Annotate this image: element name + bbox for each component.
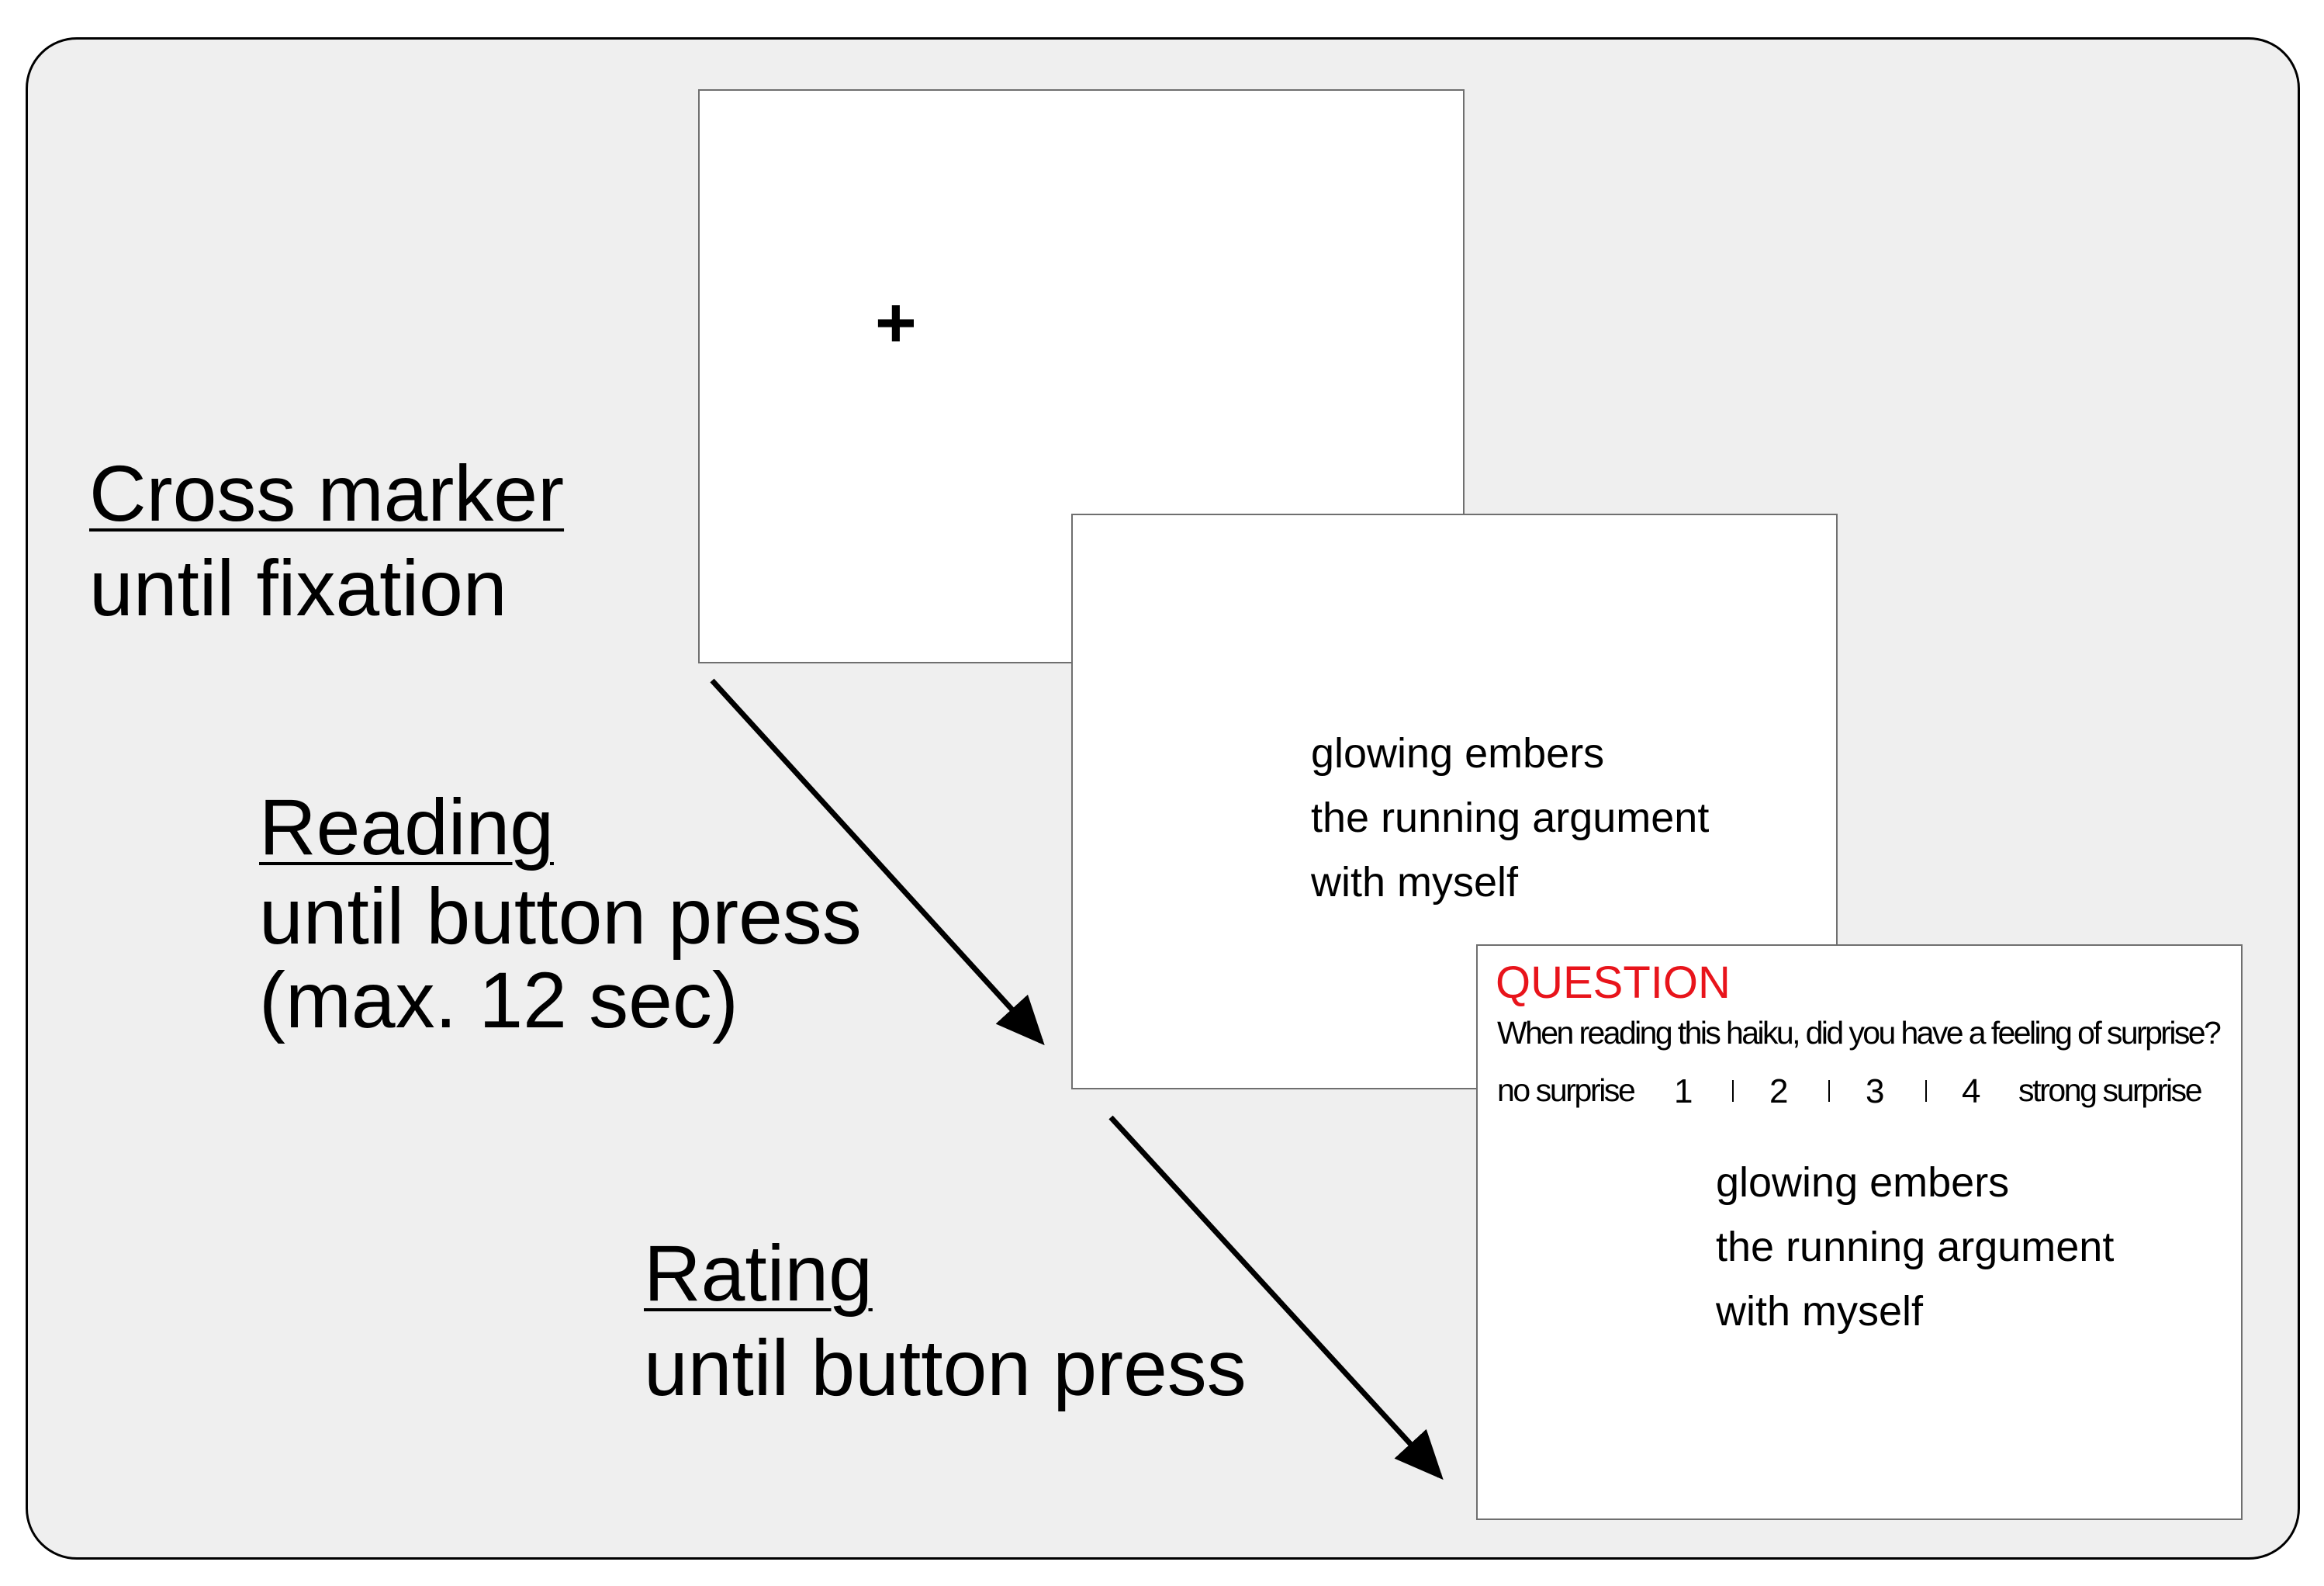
arrow-reading-to-rating <box>1108 1115 1444 1480</box>
fixation-cross: + <box>875 283 917 362</box>
scale-tick <box>1732 1080 1734 1102</box>
question-title: QUESTION <box>1496 957 1731 1008</box>
reading-stage-label: Reading until button press (max. 12 sec) <box>259 780 862 1042</box>
scale-value-1: 1 <box>1674 1072 1693 1110</box>
scale-value-2: 2 <box>1769 1072 1789 1110</box>
arrow-fixation-to-reading <box>710 678 1045 1046</box>
rating-stage-label: Rating until button press <box>644 1226 1247 1415</box>
scale-value-3: 3 <box>1866 1072 1885 1110</box>
scale-tick <box>1925 1080 1927 1102</box>
reading-haiku: glowing embers the running argument with… <box>1311 722 1709 915</box>
scale-value-4: 4 <box>1962 1072 1981 1110</box>
question-text: When reading this haiku, did you have a … <box>1497 1015 2222 1051</box>
fixation-heading: Cross marker <box>89 449 565 538</box>
rating-haiku: glowing embers the running argument with… <box>1716 1151 2114 1344</box>
rating-screen <box>1476 944 2243 1520</box>
haiku-line-2: the running argument <box>1311 795 1710 841</box>
haiku-line-1: glowing embers <box>1311 730 1605 777</box>
haiku-line-1: glowing embers <box>1716 1159 2010 1206</box>
reading-heading: Reading <box>259 783 554 871</box>
rating-detail: until button press <box>644 1324 1247 1412</box>
haiku-line-3: with myself <box>1716 1288 1924 1335</box>
fixation-detail: until fixation <box>89 544 507 632</box>
haiku-line-2: the running argument <box>1716 1224 2115 1270</box>
scale-tick <box>1828 1080 1830 1102</box>
haiku-line-3: with myself <box>1311 859 1519 906</box>
reading-detail-1: until button press <box>259 872 862 961</box>
scale-min-label: no surprise <box>1497 1072 1636 1108</box>
rating-heading: Rating <box>644 1229 873 1318</box>
fixation-stage-label: Cross marker until fixation <box>89 446 564 635</box>
scale-max-label: strong surprise <box>2018 1072 2203 1108</box>
reading-detail-2: (max. 12 sec) <box>259 956 738 1044</box>
